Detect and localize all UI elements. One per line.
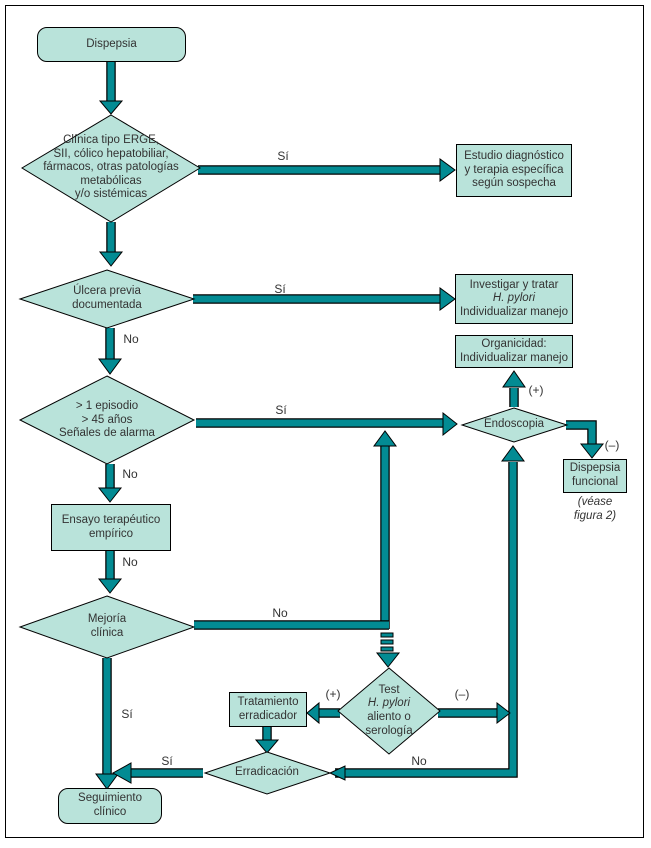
edge-label-clinica-si: Sí [277, 148, 289, 163]
edge-label-episodio-si: Sí [275, 402, 287, 417]
arrow-episodio-no-down [97, 464, 123, 503]
arrow-tratamiento-down [254, 726, 280, 754]
edge-label-episodio-no: No [122, 466, 138, 481]
arrowhead-into-erradicacion [328, 765, 346, 781]
node-tratamiento-erradicador: Tratamiento erradicador [229, 692, 307, 727]
node-ulcera-text: Úlcera previa documentada [72, 285, 142, 311]
node-dispepsia-funcional: Dispepsia funcional [563, 459, 627, 493]
node-investigar-tratar: Investigar y tratar H. pylori Individual… [455, 274, 573, 324]
node-clinica-text: Clínica tipo ERGE, SII, cólico hepatobil… [43, 134, 179, 201]
diamond-erradicacion [203, 751, 332, 795]
node-organicidad: Organicidad: Individualizar manejo [455, 335, 573, 368]
arrow-ensayo-down [97, 551, 123, 594]
caption-vease-figura: (véase figura 2) [573, 496, 617, 522]
figure-frame [5, 5, 644, 838]
arrow-erradicacion-no-to-endoscopia [335, 445, 525, 778]
edge-label-ulcera-no: No [123, 331, 139, 346]
edge-label-mejoria-si: Sí [121, 706, 133, 721]
diamond-clinica [21, 114, 201, 223]
edge-label-mejoria-no: No [272, 605, 288, 620]
arrow-test-neg-right [438, 701, 511, 725]
node-erradicacion-text: Erradicación [235, 766, 299, 779]
arrow-mejoria-si-down [95, 658, 119, 790]
node-ensayo-terapeutico: Ensayo terapéutico empírico [51, 504, 171, 551]
node-seguimiento-clinico: Seguimiento clínico [58, 788, 162, 824]
node-mejoria-text: Mejoría clínica [87, 613, 127, 639]
node-estudio-diagnostico: Estudio diagnóstico y terapia específica… [456, 144, 572, 197]
edge-label-ulcera-si: Sí [274, 281, 286, 296]
diamond-episodio [18, 375, 196, 465]
arrow-riser-to-endoscopia-line [373, 430, 397, 629]
node-endoscopia-text: Endoscopia [483, 418, 545, 431]
arrow-clinica-si-right [198, 158, 456, 182]
node-test-hpylori-text: Test H. pylori aliento o serología [365, 683, 413, 737]
edge-label-ensayo-no: No [122, 554, 138, 569]
node-episodio-text: > 1 episodio > 45 años Señales de alarma [59, 400, 155, 440]
node-dispepsia: Dispepsia [37, 27, 186, 62]
arrow-clinica-to-ulcera [98, 222, 124, 267]
edge-label-erradicacion-si: Sí [161, 753, 173, 768]
edge-label-erradicacion-no: No [411, 753, 427, 768]
diamond-mejoria [18, 595, 196, 659]
edge-label-endoscopia-pos: (+) [528, 382, 544, 397]
arrow-ulcera-no-down [98, 328, 122, 375]
arrow-endoscopia-neg-down [566, 420, 605, 459]
diamond-endoscopia [460, 407, 569, 443]
arrow-erradicacion-si-left [111, 762, 203, 784]
edge-label-test-neg: (–) [454, 686, 470, 701]
arrow-episodio-si-right [196, 411, 458, 437]
arrow-dispepsia-to-clinica [98, 62, 124, 115]
arrow-endoscopia-pos-up [502, 370, 526, 407]
arrow-ulcera-si-right [193, 287, 456, 311]
dashed-link-to-test [375, 632, 401, 668]
diamond-ulcera [18, 269, 196, 329]
edge-label-endoscopia-neg: (–) [604, 437, 620, 452]
diamond-test-hpylori [337, 667, 441, 755]
edge-label-test-pos: (+) [325, 686, 341, 701]
arrow-test-pos-left [306, 701, 340, 725]
